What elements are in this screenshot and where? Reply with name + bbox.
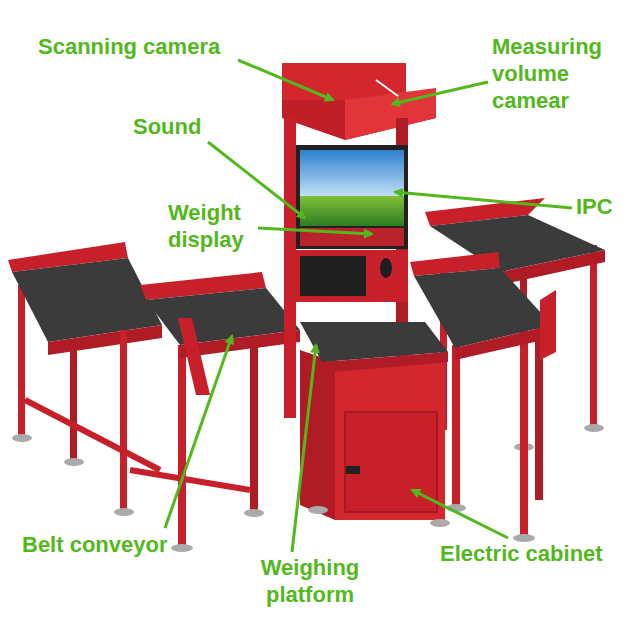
part-label: Scanning camera	[38, 33, 268, 60]
leader-lines	[165, 60, 572, 552]
part-label: Electric cabinet	[440, 540, 636, 567]
part-label: Measuring volume camear	[492, 33, 622, 114]
part-label: Weighing platform	[240, 554, 380, 608]
part-label: Belt conveyor	[22, 531, 222, 558]
part-label: IPC	[576, 193, 636, 220]
part-label: Weight display	[168, 199, 268, 253]
part-label: Sound	[133, 113, 253, 140]
